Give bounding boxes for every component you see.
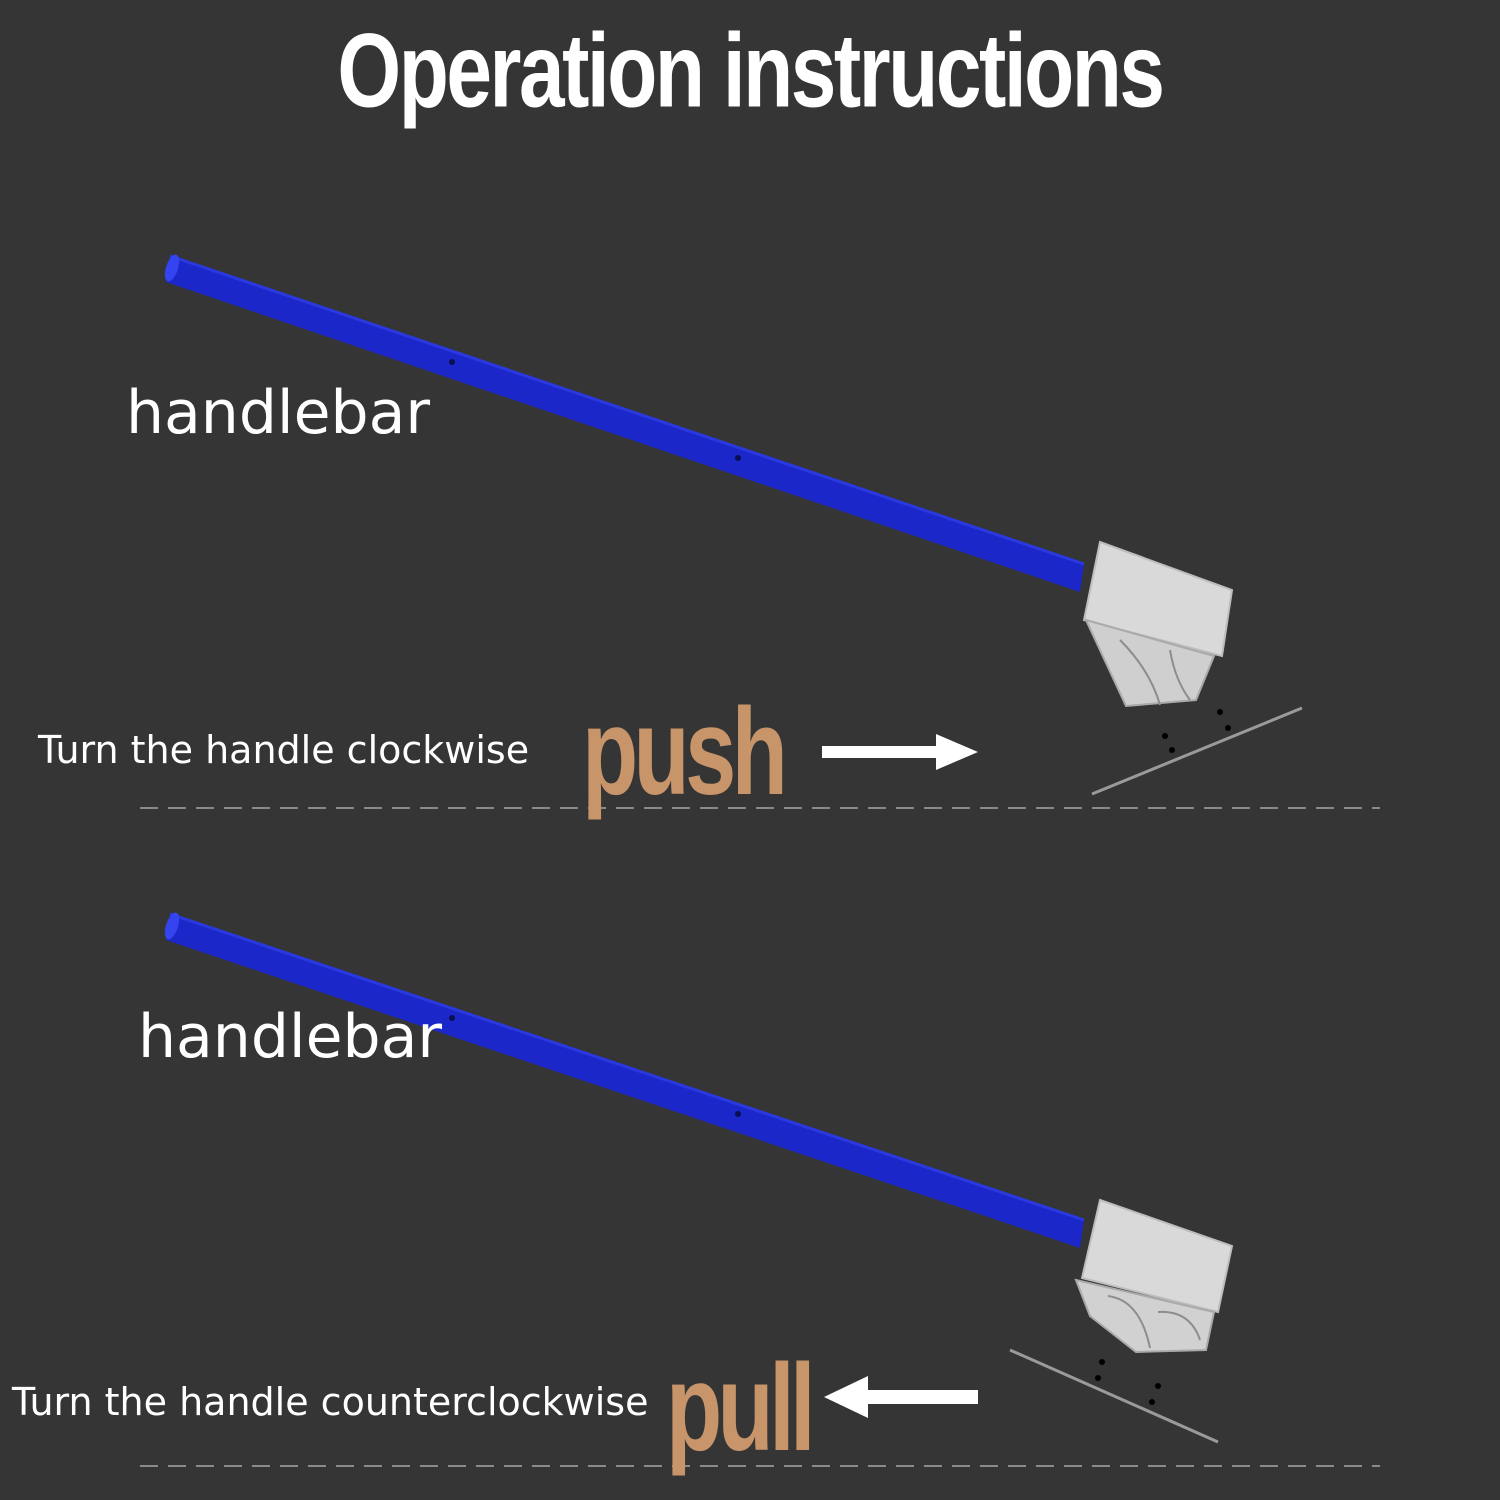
instruction-counterclockwise: Turn the handle counterclockwise (12, 1380, 649, 1424)
action-pull: pull (666, 1338, 816, 1478)
panel-pull-illustration (140, 912, 1380, 1467)
page-title: Operation instructions (337, 12, 1165, 130)
arrow-left-icon (824, 1376, 978, 1418)
ground-surface-2 (1009, 1348, 1219, 1444)
ground-surface-1 (1091, 706, 1303, 796)
arrow-right-icon (822, 734, 978, 770)
scraper-head-2 (1074, 1198, 1234, 1354)
panel-push-illustration (140, 254, 1380, 809)
scraper-head-1 (1082, 540, 1234, 708)
handlebar-label-2: handlebar (138, 1002, 443, 1072)
action-push: push (582, 682, 788, 822)
instruction-clockwise: Turn the handle clockwise (38, 728, 530, 772)
handlebar-label-1: handlebar (126, 378, 431, 448)
handlebar-shaft-1 (164, 254, 1085, 592)
handlebar-shaft-2 (164, 912, 1085, 1248)
